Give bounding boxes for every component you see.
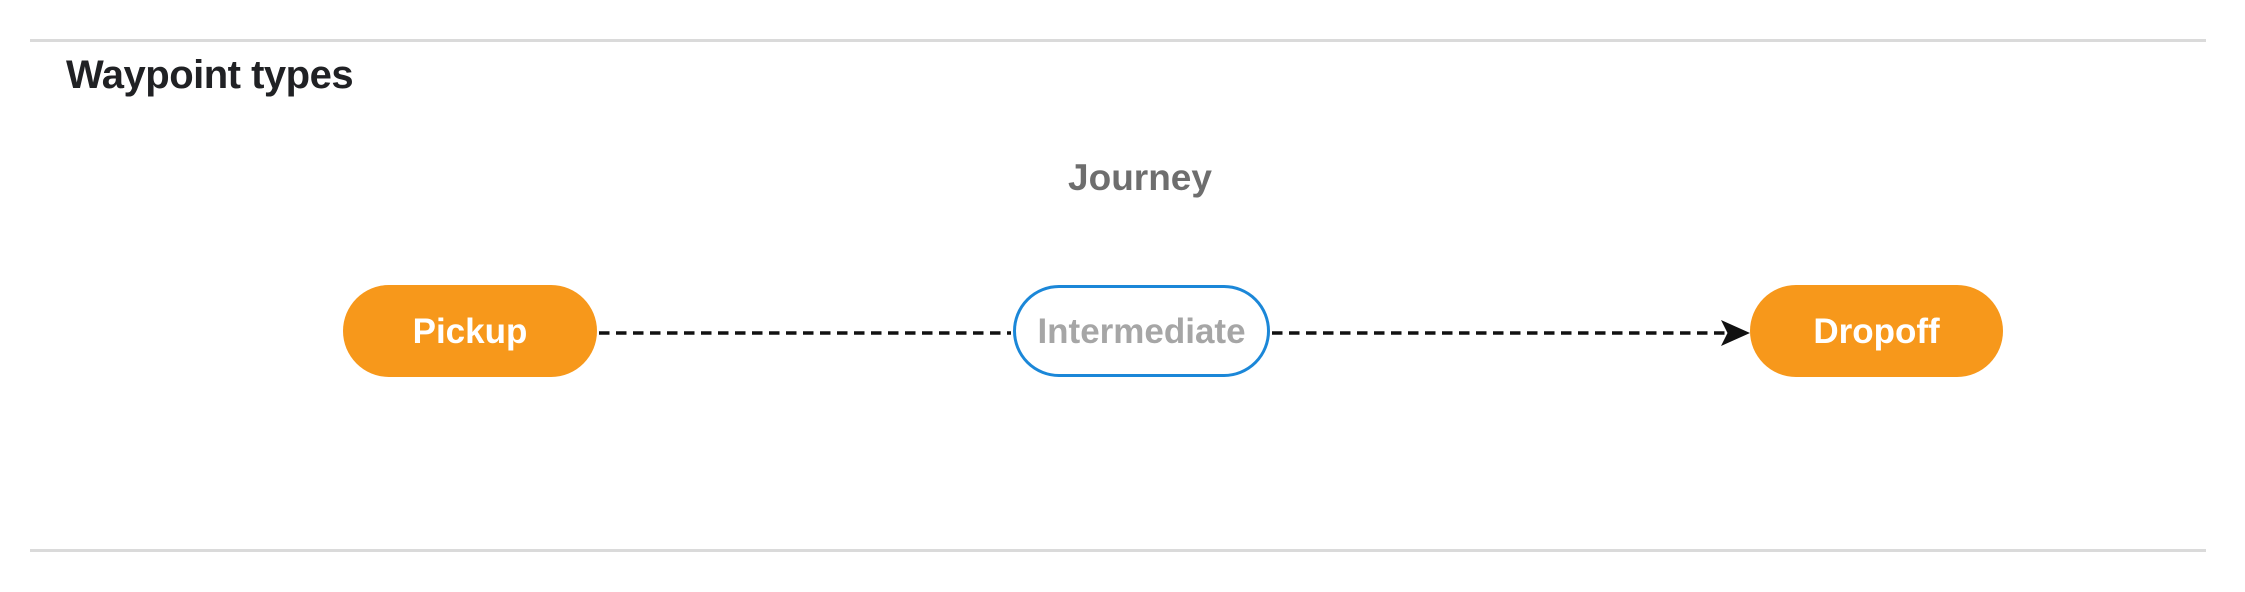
arrowhead-icon xyxy=(1721,320,1750,346)
intermediate-node: Intermediate xyxy=(1013,285,1270,377)
dropoff-node: Dropoff xyxy=(1750,285,2003,377)
pickup-node: Pickup xyxy=(343,285,597,377)
journey-label: Journey xyxy=(1068,157,1212,198)
top-divider xyxy=(30,39,2206,42)
section-title: Waypoint types xyxy=(66,53,354,97)
bottom-divider xyxy=(30,549,2206,552)
